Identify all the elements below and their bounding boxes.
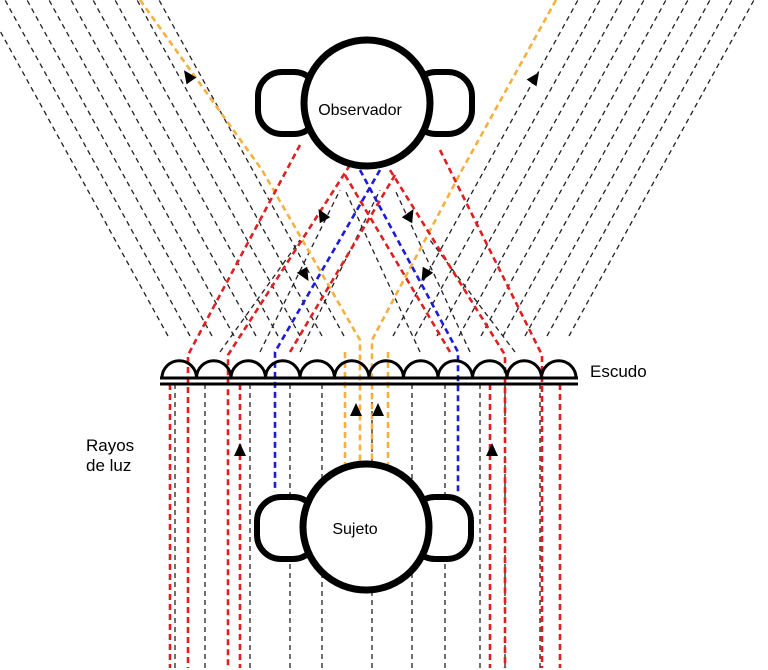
red-ray [343, 174, 452, 353]
shield-label: Escudo [590, 362, 647, 381]
arrowhead-icon [318, 208, 331, 224]
arrowhead-icon [421, 266, 434, 282]
background-ray-right [458, 0, 645, 337]
light-rays-label-line2: de luz [86, 456, 132, 475]
blue-ray-right [358, 169, 460, 492]
orange-light-rays [138, 0, 558, 465]
background-ray-right [524, 0, 711, 337]
light-rays-label: Rayos de luz [86, 436, 134, 476]
shield-lens [436, 359, 474, 379]
orange-ray-left [138, 0, 362, 465]
red-ray [226, 164, 352, 668]
background-ray-cross [219, 239, 301, 353]
shield-lens [160, 359, 198, 379]
blue-light-rays [273, 169, 460, 492]
shield-lens [540, 359, 578, 379]
subject-label: Sujeto [332, 521, 378, 538]
background-ray-left [48, 0, 235, 337]
background-ray-right [568, 0, 755, 337]
observer-head-icon [255, 36, 475, 170]
arrowhead-icon [296, 266, 309, 282]
blue-ray-left [273, 169, 382, 492]
background-ray-right [546, 0, 733, 337]
background-ray-right [480, 0, 667, 337]
background-ray-left [158, 0, 345, 337]
background-ray-left [70, 0, 257, 337]
shield-lens [402, 359, 440, 379]
arrowhead-icon [183, 70, 197, 85]
arrowhead-icon [372, 403, 384, 416]
shield-lens [264, 359, 302, 379]
orange-ray-right [370, 0, 558, 465]
arrowhead-icon [526, 72, 540, 87]
arrowhead-icon [350, 403, 362, 416]
red-ray [388, 169, 507, 668]
background-ray-left [4, 0, 191, 337]
ray-direction-arrows [183, 70, 540, 456]
background-ray-left [114, 0, 301, 337]
shield-lens [298, 359, 336, 379]
shield-lens [505, 359, 543, 379]
red-light-rays [168, 144, 562, 668]
arrowhead-icon [486, 443, 498, 456]
background-ray-cross [344, 189, 421, 353]
background-ray-right [436, 0, 623, 337]
arrowhead-icon [401, 208, 414, 224]
background-ray-left [92, 0, 279, 337]
shield-lens [333, 359, 371, 379]
background-ray-left [26, 0, 213, 337]
background-ray-cross [299, 189, 381, 353]
light-rays-label-line1: Rayos [86, 436, 135, 455]
shield-lens [367, 359, 405, 379]
background-ray-right [414, 0, 601, 337]
shield-lens [471, 359, 509, 379]
subject-head-icon [254, 460, 474, 594]
background-ray-left [136, 0, 323, 337]
background-ray-right [502, 0, 689, 337]
shield-lens [229, 359, 267, 379]
background-ray-right [392, 0, 579, 337]
arrowhead-icon [234, 443, 246, 456]
background-ray-left [0, 29, 169, 337]
shield-lens-array [160, 359, 578, 386]
red-ray [288, 174, 397, 353]
observer-label: Observador [318, 102, 402, 119]
shield-lens [195, 359, 233, 379]
